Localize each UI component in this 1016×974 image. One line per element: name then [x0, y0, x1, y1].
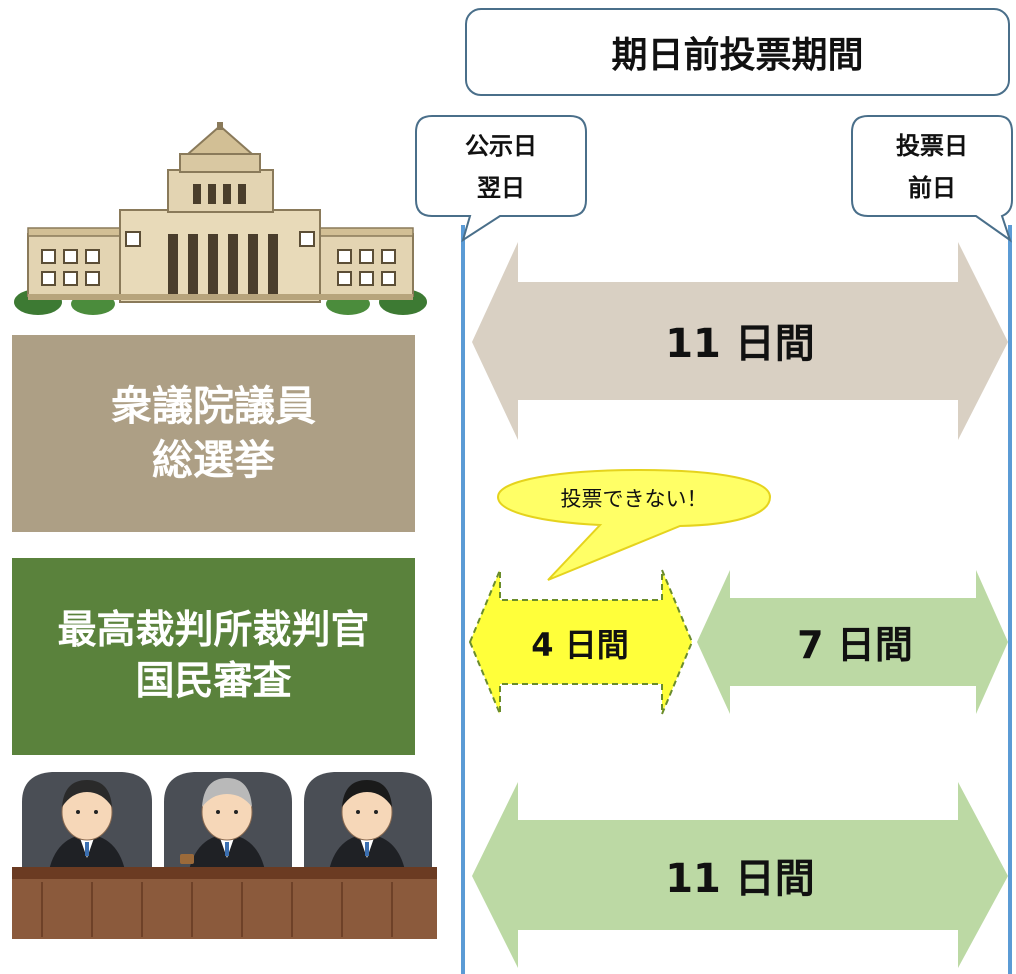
- period-title: 期日前投票期間: [465, 8, 1010, 96]
- cannot-vote-text: 投票できない！: [561, 487, 708, 511]
- review-second-arrow: [697, 570, 1008, 714]
- house-election-line1: 衆議院議員: [111, 382, 316, 431]
- supreme-court-review-label: 最高裁判所裁判官 国民審査: [12, 558, 415, 755]
- start-marker-line1: 公示日: [465, 132, 537, 160]
- house-election-label: 衆議院議員 総選挙: [12, 335, 415, 532]
- review-line1: 最高裁判所裁判官: [57, 607, 370, 653]
- house-period-arrow: [472, 242, 1008, 440]
- judges-icon: [12, 772, 437, 939]
- end-marker-line2: 前日: [908, 174, 956, 202]
- review-second-label: 7 日間: [797, 623, 913, 667]
- review-total-label: 11 日間: [665, 856, 815, 902]
- start-marker-line2: 翌日: [477, 174, 525, 202]
- cannot-vote-callout: [496, 468, 772, 581]
- review-first-arrow: [468, 569, 694, 715]
- review-first-label: 4 日間: [531, 626, 628, 664]
- house-election-line2: 総選挙: [152, 435, 275, 484]
- start-marker-bubble: [415, 115, 587, 243]
- review-total-arrow: [472, 782, 1008, 968]
- end-marker-line1: 投票日: [896, 132, 968, 160]
- parliament-building-icon: [14, 122, 427, 315]
- review-line2: 国民審査: [135, 658, 292, 704]
- house-period-label: 11 日間: [665, 321, 815, 367]
- end-marker-bubble: [851, 115, 1013, 243]
